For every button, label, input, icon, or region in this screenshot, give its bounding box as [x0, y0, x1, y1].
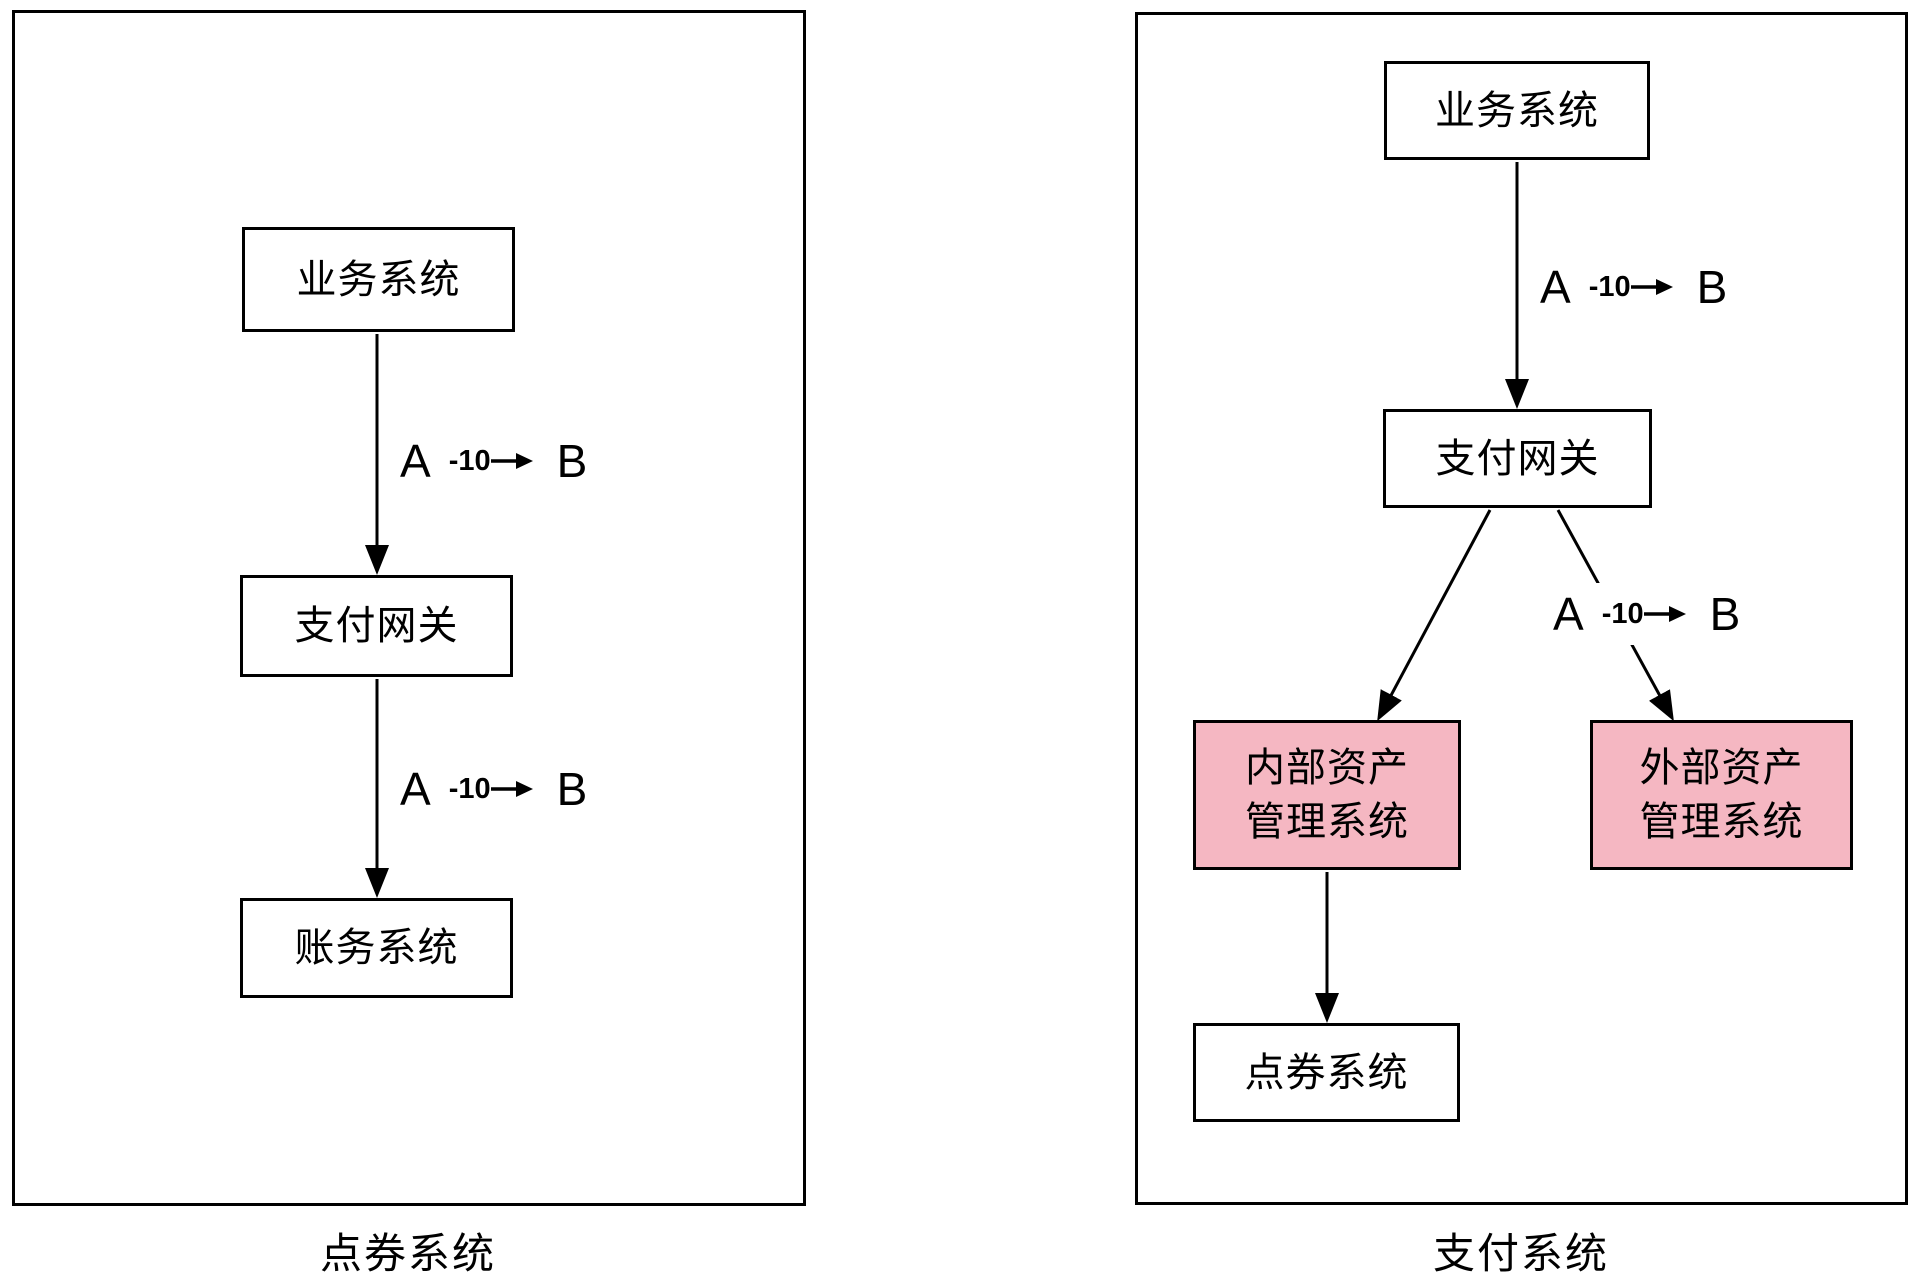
edge-from-label: A	[1540, 261, 1571, 313]
right-diagram-caption: 支付系统	[1371, 1220, 1671, 1281]
node-label: 点券系统	[1244, 1050, 1409, 1095]
arrow-right-icon	[490, 453, 533, 469]
node-accounting-system: 账务系统	[240, 898, 513, 998]
arrow-right-icon	[1643, 606, 1686, 622]
edge-from-label: A	[400, 435, 431, 487]
node-payment-gateway-left: 支付网关	[240, 575, 513, 677]
edge-to-label: B	[1709, 588, 1741, 640]
edge-amount-label: -10	[448, 444, 491, 477]
caption-text: 支付系统	[1432, 1230, 1609, 1277]
arrow-right-icon	[490, 781, 533, 797]
edge-from-label: A	[400, 763, 431, 815]
edge-label-transfer: A -10 B	[1543, 583, 1751, 645]
node-external-asset-mgmt: 外部资产 管理系统	[1590, 720, 1853, 870]
node-label: 业务系统	[296, 257, 461, 302]
caption-text: 点券系统	[319, 1230, 496, 1277]
edge-to-label: B	[556, 763, 588, 815]
node-business-system-right: 业务系统	[1384, 61, 1650, 160]
edge-label-transfer: A -10 B	[390, 758, 598, 820]
arrow-right-icon	[1630, 279, 1673, 295]
edge-to-label: B	[1696, 261, 1728, 313]
node-label: 业务系统	[1435, 88, 1599, 133]
edge-amount-label: -10	[1601, 597, 1644, 630]
edge-from-label: A	[1553, 588, 1584, 640]
edge-to-label: B	[556, 435, 588, 487]
node-payment-gateway-right: 支付网关	[1383, 409, 1652, 508]
node-internal-asset-mgmt: 内部资产 管理系统	[1193, 720, 1461, 870]
right-diagram-frame	[1135, 12, 1908, 1205]
edge-amount-label: -10	[448, 772, 491, 805]
node-points-system: 点券系统	[1193, 1023, 1460, 1122]
edge-amount-label: -10	[1588, 270, 1631, 303]
node-label: 支付网关	[294, 604, 459, 648]
node-label-line2: 管理系统	[1639, 800, 1804, 844]
node-label-line1: 外部资产	[1639, 746, 1804, 790]
edge-label-transfer: A -10 B	[1530, 256, 1738, 318]
node-business-system-left: 业务系统	[242, 227, 515, 332]
edge-label-transfer: A -10 B	[390, 430, 598, 492]
node-label: 账务系统	[294, 926, 459, 970]
node-label-line1: 内部资产	[1245, 746, 1409, 790]
node-label-line2: 管理系统	[1245, 800, 1409, 844]
left-diagram-caption: 点券系统	[258, 1220, 558, 1281]
node-label: 支付网关	[1435, 436, 1600, 481]
